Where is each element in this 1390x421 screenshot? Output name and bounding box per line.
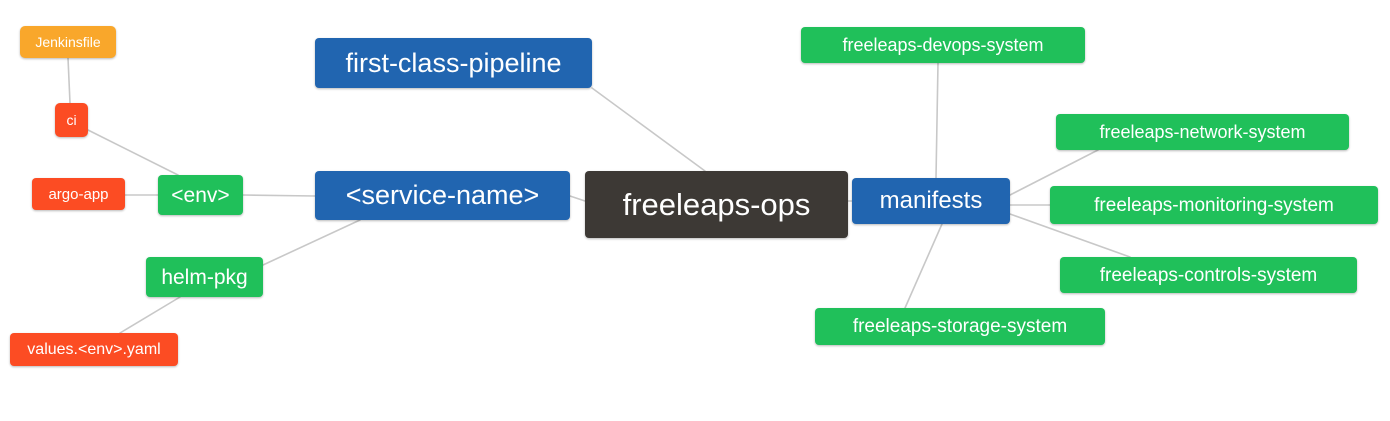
- node-freeleaps-network-system[interactable]: freeleaps-network-system: [1056, 114, 1349, 150]
- edge-service-name-to-freeleaps-ops: [569, 195, 586, 202]
- node-freeleaps-devops-system[interactable]: freeleaps-devops-system: [801, 27, 1085, 63]
- node-label-freeleaps-devops-system: freeleaps-devops-system: [842, 35, 1044, 55]
- node-ci[interactable]: ci: [55, 103, 88, 137]
- edge-ci-to-env: [87, 129, 179, 176]
- node-jenkinsfile[interactable]: Jenkinsfile: [20, 26, 116, 58]
- node-label-service-name: <service-name>: [345, 180, 540, 210]
- node-helm-pkg[interactable]: helm-pkg: [146, 257, 263, 297]
- node-values-env-yaml[interactable]: values.<env>.yaml: [10, 333, 178, 366]
- edge-values-env-yaml-to-helm-pkg: [119, 296, 181, 334]
- node-freeleaps-controls-system[interactable]: freeleaps-controls-system: [1060, 257, 1357, 293]
- edge-manifests-to-freeleaps-storage-system: [904, 223, 943, 309]
- node-env[interactable]: <env>: [158, 175, 243, 215]
- node-label-freeleaps-ops: freeleaps-ops: [622, 187, 811, 222]
- node-freeleaps-ops[interactable]: freeleaps-ops: [585, 171, 848, 238]
- edge-env-to-service-name: [242, 194, 316, 197]
- node-label-helm-pkg: helm-pkg: [161, 265, 248, 289]
- edge-first-class-pipeline-to-freeleaps-ops: [591, 87, 706, 172]
- edge-jenkinsfile-to-ci: [67, 57, 71, 104]
- node-label-argo-app: argo-app: [48, 185, 109, 203]
- node-label-ci: ci: [66, 112, 77, 128]
- node-service-name[interactable]: <service-name>: [315, 171, 570, 220]
- node-label-freeleaps-storage-system: freeleaps-storage-system: [852, 316, 1068, 337]
- edge-helm-pkg-to-service-name: [262, 219, 361, 266]
- node-label-freeleaps-controls-system: freeleaps-controls-system: [1099, 264, 1318, 286]
- node-label-manifests: manifests: [879, 187, 983, 214]
- node-argo-app[interactable]: argo-app: [32, 178, 125, 210]
- node-first-class-pipeline[interactable]: first-class-pipeline: [315, 38, 592, 88]
- node-label-first-class-pipeline: first-class-pipeline: [345, 47, 562, 78]
- edge-manifests-to-freeleaps-devops-system: [935, 62, 939, 179]
- node-label-values-env-yaml: values.<env>.yaml: [27, 340, 161, 358]
- node-label-freeleaps-monitoring-system: freeleaps-monitoring-system: [1094, 194, 1334, 216]
- node-freeleaps-storage-system[interactable]: freeleaps-storage-system: [815, 308, 1105, 345]
- node-label-freeleaps-network-system: freeleaps-network-system: [1099, 122, 1306, 142]
- node-manifests[interactable]: manifests: [852, 178, 1010, 224]
- node-label-jenkinsfile: Jenkinsfile: [35, 34, 101, 50]
- node-label-env: <env>: [171, 183, 230, 207]
- node-freeleaps-monitoring-system[interactable]: freeleaps-monitoring-system: [1050, 186, 1378, 224]
